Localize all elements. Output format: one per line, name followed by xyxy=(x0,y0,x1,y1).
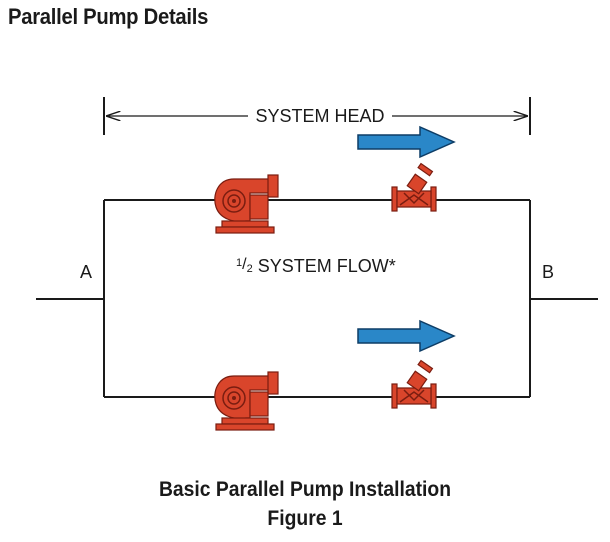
centrifugal-pump-icon xyxy=(214,371,279,431)
page-title: Parallel Pump Details xyxy=(8,4,209,29)
point-a-label: A xyxy=(80,262,92,282)
point-b-label: B xyxy=(542,262,554,282)
flow-fraction-denominator: 2 xyxy=(247,263,253,275)
figure-caption-title: Basic Parallel Pump Installation xyxy=(158,478,452,501)
check-valve-icon xyxy=(391,162,437,212)
flow-fraction-slash: / xyxy=(242,256,247,273)
half-system-flow-label: 1/2 SYSTEM FLOW* xyxy=(236,256,396,276)
figure-caption-number: Figure 1 xyxy=(267,507,343,530)
flow-fraction-numerator: 1 xyxy=(236,257,242,269)
check-valve-icon xyxy=(391,359,437,409)
centrifugal-pump-icon xyxy=(214,174,279,234)
flow-direction-arrow-icon xyxy=(357,126,455,158)
flow-direction-arrow-icon xyxy=(357,320,455,352)
flow-label-text: SYSTEM FLOW* xyxy=(253,256,396,276)
system-head-label: SYSTEM HEAD xyxy=(255,106,384,126)
